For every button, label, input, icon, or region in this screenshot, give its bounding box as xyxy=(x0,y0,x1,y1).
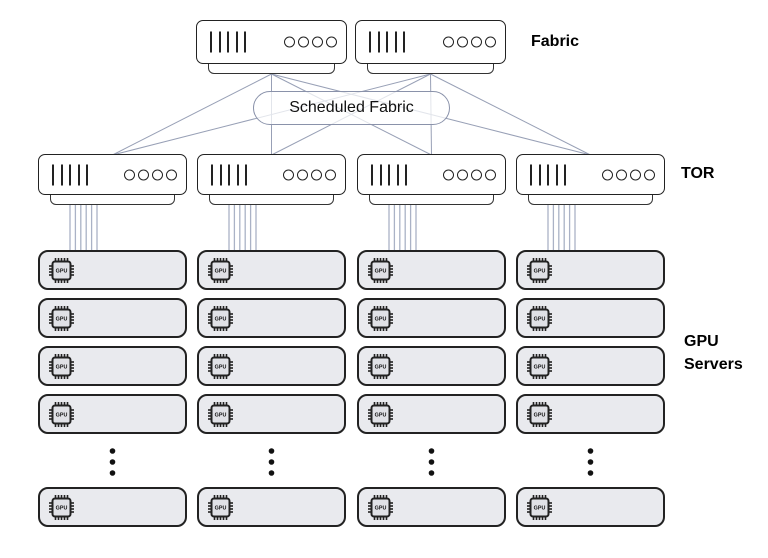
gpu-chip-icon: GPU xyxy=(368,353,393,379)
ellipsis-dot xyxy=(268,448,275,454)
gpu-chip-icon: GPU xyxy=(527,257,552,283)
gpu-chip-icon: GPU xyxy=(527,494,552,520)
gpu-chip-label: GPU xyxy=(215,364,227,370)
gpu-chip-icon: GPU xyxy=(49,494,74,520)
tor-switch-4 xyxy=(516,154,665,195)
ellipsis-dot xyxy=(109,448,116,454)
gpu-server-col4-row3: GPU xyxy=(516,346,665,386)
gpu-chip-icon: GPU xyxy=(368,401,393,427)
gpu-chip-label: GPU xyxy=(56,316,68,322)
gpu-chip-label: GPU xyxy=(534,268,546,274)
vents-icon xyxy=(210,31,246,53)
gpu-chip-icon: GPU xyxy=(208,401,233,427)
fabric-switch-2 xyxy=(355,20,506,64)
gpu-server-col3-row4: GPU xyxy=(357,394,506,434)
gpu-chip-icon: GPU xyxy=(368,257,393,283)
fabric-label: Fabric xyxy=(531,33,580,50)
gpu-server-col3-row3: GPU xyxy=(357,346,506,386)
vents-icon xyxy=(369,31,405,53)
gpu-chip-icon: GPU xyxy=(49,401,74,427)
ports-icon xyxy=(443,169,496,180)
gpu-chip-icon: GPU xyxy=(49,257,74,283)
ellipsis-dot xyxy=(587,470,594,476)
gpu-servers-label: GPU Servers xyxy=(684,333,743,373)
gpu-chip-label: GPU xyxy=(375,505,387,511)
gpu-chip-label: GPU xyxy=(375,412,387,418)
gpu-chip-label: GPU xyxy=(375,364,387,370)
vents-icon xyxy=(530,164,566,185)
gpu-chip-label: GPU xyxy=(215,412,227,418)
gpu-chip-label: GPU xyxy=(215,505,227,511)
ports-icon xyxy=(602,169,655,180)
gpu-server-col4-row5: GPU xyxy=(516,487,665,527)
ellipsis-dot xyxy=(268,459,275,465)
ellipsis-dot xyxy=(268,470,275,476)
gpu-chip-icon: GPU xyxy=(208,353,233,379)
gpu-chip-label: GPU xyxy=(534,316,546,322)
gpu-chip-icon: GPU xyxy=(368,494,393,520)
gpu-chip-icon: GPU xyxy=(527,401,552,427)
ports-icon xyxy=(124,169,177,180)
gpu-server-col2-row4: GPU xyxy=(197,394,346,434)
gpu-chip-label: GPU xyxy=(534,412,546,418)
vents-icon xyxy=(211,164,247,185)
gpu-server-col1-row1: GPU xyxy=(38,250,187,290)
gpu-server-col4-row2: GPU xyxy=(516,298,665,338)
gpu-chip-icon: GPU xyxy=(49,305,74,331)
gpu-server-col2-row5: GPU xyxy=(197,487,346,527)
tor-switch-2 xyxy=(197,154,346,195)
tor-label: TOR xyxy=(681,165,715,182)
gpu-chip-label: GPU xyxy=(56,412,68,418)
gpu-server-col4-row1: GPU xyxy=(516,250,665,290)
fabric-tor-link xyxy=(430,73,591,156)
gpu-server-col2-row2: GPU xyxy=(197,298,346,338)
vents-icon xyxy=(52,164,88,185)
gpu-chip-icon: GPU xyxy=(527,353,552,379)
tor-switch-3 xyxy=(357,154,506,195)
gpu-server-col2-row3: GPU xyxy=(197,346,346,386)
fabric-tor-link xyxy=(112,73,272,156)
gpu-chip-icon: GPU xyxy=(527,305,552,331)
fabric-switch-1 xyxy=(196,20,347,64)
gpu-chip-icon: GPU xyxy=(208,494,233,520)
gpu-chip-label: GPU xyxy=(56,364,68,370)
gpu-chip-label: GPU xyxy=(375,316,387,322)
gpu-server-col4-row4: GPU xyxy=(516,394,665,434)
ellipsis-dot xyxy=(587,448,594,454)
gpu-chip-icon: GPU xyxy=(208,305,233,331)
gpu-chip-label: GPU xyxy=(215,268,227,274)
ellipsis-dot xyxy=(428,470,435,476)
gpu-server-col1-row3: GPU xyxy=(38,346,187,386)
gpu-server-col1-row2: GPU xyxy=(38,298,187,338)
scheduled-fabric-label: Scheduled Fabric xyxy=(289,99,414,116)
ports-icon xyxy=(443,36,496,48)
gpu-chip-label: GPU xyxy=(375,268,387,274)
ellipsis-dot xyxy=(109,470,116,476)
gpu-chip-icon: GPU xyxy=(368,305,393,331)
gpu-chip-label: GPU xyxy=(56,505,68,511)
tor-switch-1 xyxy=(38,154,187,195)
gpu-chip-label: GPU xyxy=(534,364,546,370)
ports-icon xyxy=(283,169,336,180)
ellipsis-dot xyxy=(428,448,435,454)
ellipsis-dot xyxy=(428,459,435,465)
gpu-server-col2-row1: GPU xyxy=(197,250,346,290)
gpu-server-col3-row5: GPU xyxy=(357,487,506,527)
gpu-server-col3-row2: GPU xyxy=(357,298,506,338)
gpu-chip-label: GPU xyxy=(56,268,68,274)
ellipsis-dot xyxy=(587,459,594,465)
scheduled-fabric-node: Scheduled Fabric xyxy=(253,91,450,125)
gpu-chip-icon: GPU xyxy=(208,257,233,283)
gpu-server-col1-row4: GPU xyxy=(38,394,187,434)
gpu-chip-icon: GPU xyxy=(49,353,74,379)
gpu-server-col3-row1: GPU xyxy=(357,250,506,290)
gpu-chip-label: GPU xyxy=(215,316,227,322)
gpu-server-col1-row5: GPU xyxy=(38,487,187,527)
ellipsis-dot xyxy=(109,459,116,465)
ports-icon xyxy=(284,36,337,48)
gpu-chip-label: GPU xyxy=(534,505,546,511)
vents-icon xyxy=(371,164,407,185)
